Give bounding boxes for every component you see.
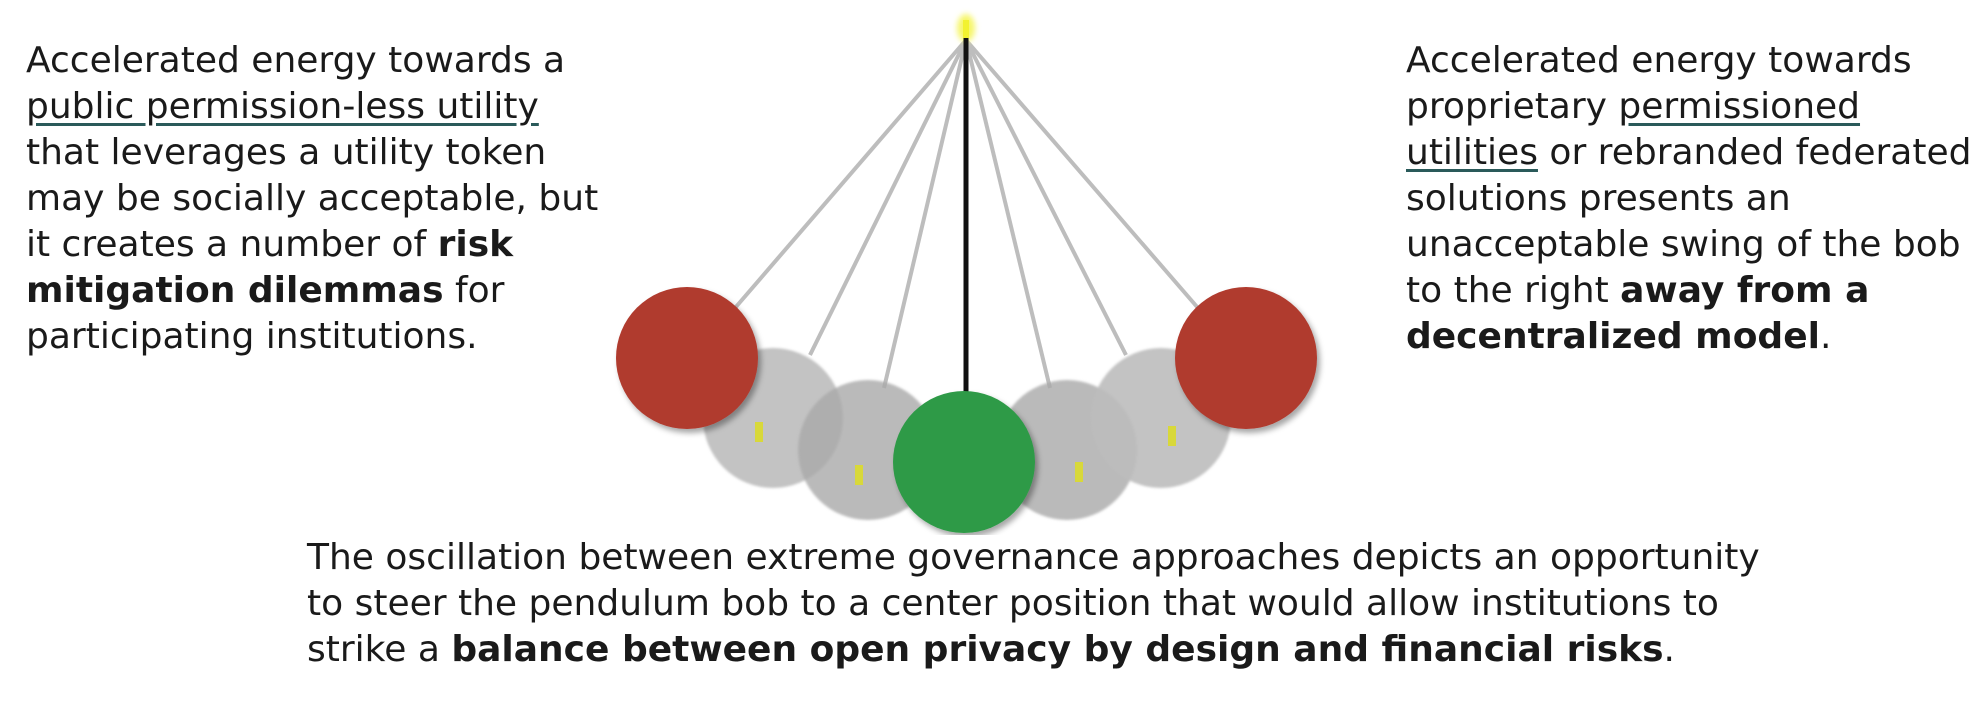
balance-emphasis: balance between open privacy by design a… (451, 629, 1664, 670)
bottom-line-1: The oscillation between extreme governan… (307, 537, 1760, 578)
right-line-5: unacceptable swing of the bob (1406, 224, 1961, 265)
extreme-bob-right (1175, 287, 1317, 429)
away-from-emphasis: away from a (1620, 270, 1870, 311)
bottom-description: The oscillation between extreme governan… (307, 535, 1760, 673)
right-line-2: proprietary (1406, 86, 1619, 127)
left-line-6: for (443, 270, 505, 311)
string-right-near (964, 39, 1052, 389)
string-left-near (882, 39, 968, 389)
pivot-marker (963, 20, 969, 38)
bottom-line-2: to steer the pendulum bob to a center po… (307, 583, 1719, 624)
bottom-line-3: strike a (307, 629, 452, 670)
utilities-term: utilities (1406, 132, 1538, 173)
ghost-strings (733, 38, 1200, 389)
ghost-marker-left-1 (755, 422, 763, 442)
string-right-mid (964, 39, 1128, 356)
string-left-far (733, 38, 968, 310)
ghost-marker-right-2 (1075, 462, 1083, 482)
left-line-4: may be socially acceptable, but (26, 178, 599, 219)
left-description: Accelerated energy towards a public perm… (26, 38, 598, 360)
risk-emphasis: risk (437, 224, 514, 265)
right-line-4: solutions presents an (1406, 178, 1791, 219)
center-bob (893, 391, 1035, 533)
left-line-7: participating institutions. (26, 316, 478, 357)
pivot-point (957, 14, 975, 42)
right-description: Accelerated energy towards proprietary p… (1406, 38, 1970, 360)
string-left-mid (808, 39, 968, 356)
bottom-line-3-period: . (1663, 629, 1675, 670)
public-permissionless-utility-term: public permission-less utility (26, 86, 539, 127)
right-line-6: to the right (1406, 270, 1621, 311)
mitigation-dilemmas-emphasis: mitigation dilemmas (26, 270, 444, 311)
left-line-5: it creates a number of (26, 224, 438, 265)
decentralized-model-emphasis: decentralized model (1406, 316, 1820, 357)
ghost-marker-left-2 (855, 465, 863, 485)
left-line-1: Accelerated energy towards a (26, 40, 566, 81)
left-line-3: that leverages a utility token (26, 132, 547, 173)
right-line-7-period: . (1819, 316, 1832, 357)
permissioned-term: permissioned (1618, 86, 1861, 127)
ghost-marker-right-1 (1168, 426, 1176, 446)
right-line-3: or rebranded federated (1537, 132, 1970, 173)
pendulum-diagram (616, 14, 1317, 533)
string-right-far (964, 38, 1200, 310)
extreme-bob-left (616, 287, 758, 429)
right-line-1: Accelerated energy towards (1406, 40, 1912, 81)
